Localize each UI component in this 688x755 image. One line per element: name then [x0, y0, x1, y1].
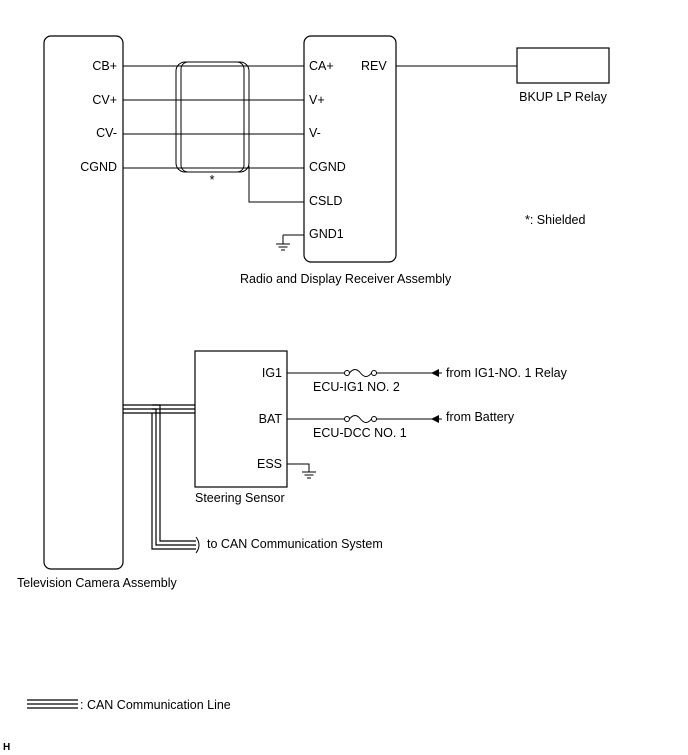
shield-note: *: Shielded	[525, 213, 586, 227]
pin-rev: REV	[361, 59, 387, 73]
ground-icon-ess	[287, 463, 316, 479]
steering-sensor-box	[194, 350, 288, 488]
can-target-label: to CAN Communication System	[207, 537, 383, 551]
fuse-ig1-label: ECU-IG1 NO. 2	[313, 380, 400, 394]
pin-ca-plus: CA+	[309, 59, 334, 73]
source-ig1: from IG1-NO. 1 Relay	[446, 366, 568, 380]
shield-inner	[180, 61, 245, 173]
shield-mark: *	[210, 173, 215, 187]
shield-outer	[175, 61, 250, 173]
pin-cgnd-camera: CGND	[80, 160, 117, 174]
pin-gnd1: GND1	[309, 227, 344, 241]
fuse-dcc-label: ECU-DCC NO. 1	[313, 426, 407, 440]
bkup-relay-box	[516, 47, 610, 84]
radio-box	[303, 35, 397, 263]
can-line-legend-icon	[27, 699, 78, 709]
pin-bat: BAT	[259, 412, 283, 426]
pin-ess: ESS	[257, 457, 282, 471]
steering-sensor-label: Steering Sensor	[195, 491, 285, 505]
pin-cv-minus: CV-	[96, 126, 117, 140]
pin-cv-plus: CV+	[92, 93, 117, 107]
corner-code: H	[3, 742, 10, 753]
source-battery: from Battery	[446, 410, 515, 424]
pin-cgnd-radio: CGND	[309, 160, 346, 174]
pin-csld: CSLD	[309, 194, 342, 208]
pin-ig1: IG1	[262, 366, 282, 380]
tv-camera-box	[43, 35, 124, 570]
fuse-icon-bat	[344, 415, 377, 423]
can-branch-cap	[195, 536, 200, 554]
radio-label: Radio and Display Receiver Assembly	[240, 272, 452, 286]
pin-v-minus: V-	[309, 126, 321, 140]
pin-v-plus: V+	[309, 93, 325, 107]
can-bus-lines	[123, 404, 196, 550]
ground-icon-gnd1	[276, 234, 304, 251]
wire-shield-drain	[248, 166, 304, 203]
can-line-legend: : CAN Communication Line	[80, 698, 231, 712]
bkup-relay-label: BKUP LP Relay	[519, 90, 608, 104]
fuse-icon-ig1	[344, 369, 377, 377]
pin-cb-plus: CB+	[92, 59, 117, 73]
tv-camera-label: Television Camera Assembly	[17, 576, 178, 590]
